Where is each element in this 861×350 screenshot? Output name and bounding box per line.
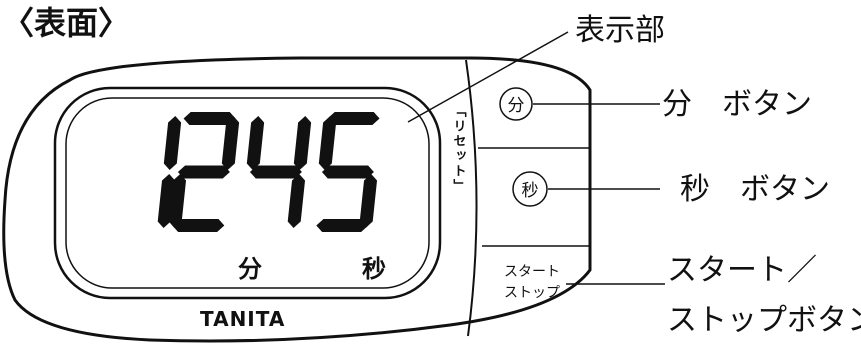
- minute-button-callout: 分 ボタン: [662, 87, 812, 122]
- start-key-line2: ストップ: [504, 285, 560, 301]
- reset-label: 「リセット」: [451, 104, 467, 194]
- segment-f: [318, 116, 337, 170]
- button-panel-divider: [465, 59, 478, 337]
- second-button-callout: 秒 ボタン: [680, 172, 830, 207]
- segment-c: [287, 174, 306, 228]
- start-key-line1: スタート: [504, 264, 560, 280]
- segment-b: [293, 116, 312, 170]
- start-stop-callout-line2: ストップボタン: [667, 303, 861, 338]
- minute-button-label: 分: [508, 96, 525, 116]
- display-callout: 表示部: [575, 13, 665, 48]
- segment-a: [327, 112, 380, 125]
- segment-f: [246, 116, 265, 170]
- segment-g: [177, 165, 230, 179]
- segment-a: [183, 112, 236, 125]
- display-leader: [407, 31, 569, 123]
- segment-b: [221, 116, 240, 170]
- digit-5: [316, 112, 380, 232]
- start-stop-button[interactable]: スタート ストップ: [504, 264, 560, 301]
- display-frame-outer: [53, 86, 442, 300]
- second-button-label: 秒: [522, 181, 539, 201]
- heading: 〈表面〉: [2, 4, 130, 42]
- minute-unit-label: 分: [238, 255, 262, 283]
- segment-c: [359, 174, 378, 228]
- minute-button[interactable]: 分: [499, 87, 533, 121]
- segment-g: [249, 165, 302, 179]
- second-unit-label: 秒: [362, 255, 386, 283]
- segment-d: [316, 219, 369, 232]
- second-button[interactable]: 秒: [512, 171, 548, 207]
- digit-4: [246, 116, 312, 228]
- segment-d: [172, 219, 225, 232]
- display-frame-inner: [65, 97, 430, 289]
- start-stop-callout-line1: スタート／: [667, 253, 817, 288]
- digit-display: [157, 112, 380, 232]
- digit-2: [168, 112, 240, 232]
- segment-g: [321, 165, 374, 179]
- brand-logo: TANITA: [200, 307, 285, 331]
- segment-b: [163, 116, 182, 170]
- segment-e: [168, 174, 187, 228]
